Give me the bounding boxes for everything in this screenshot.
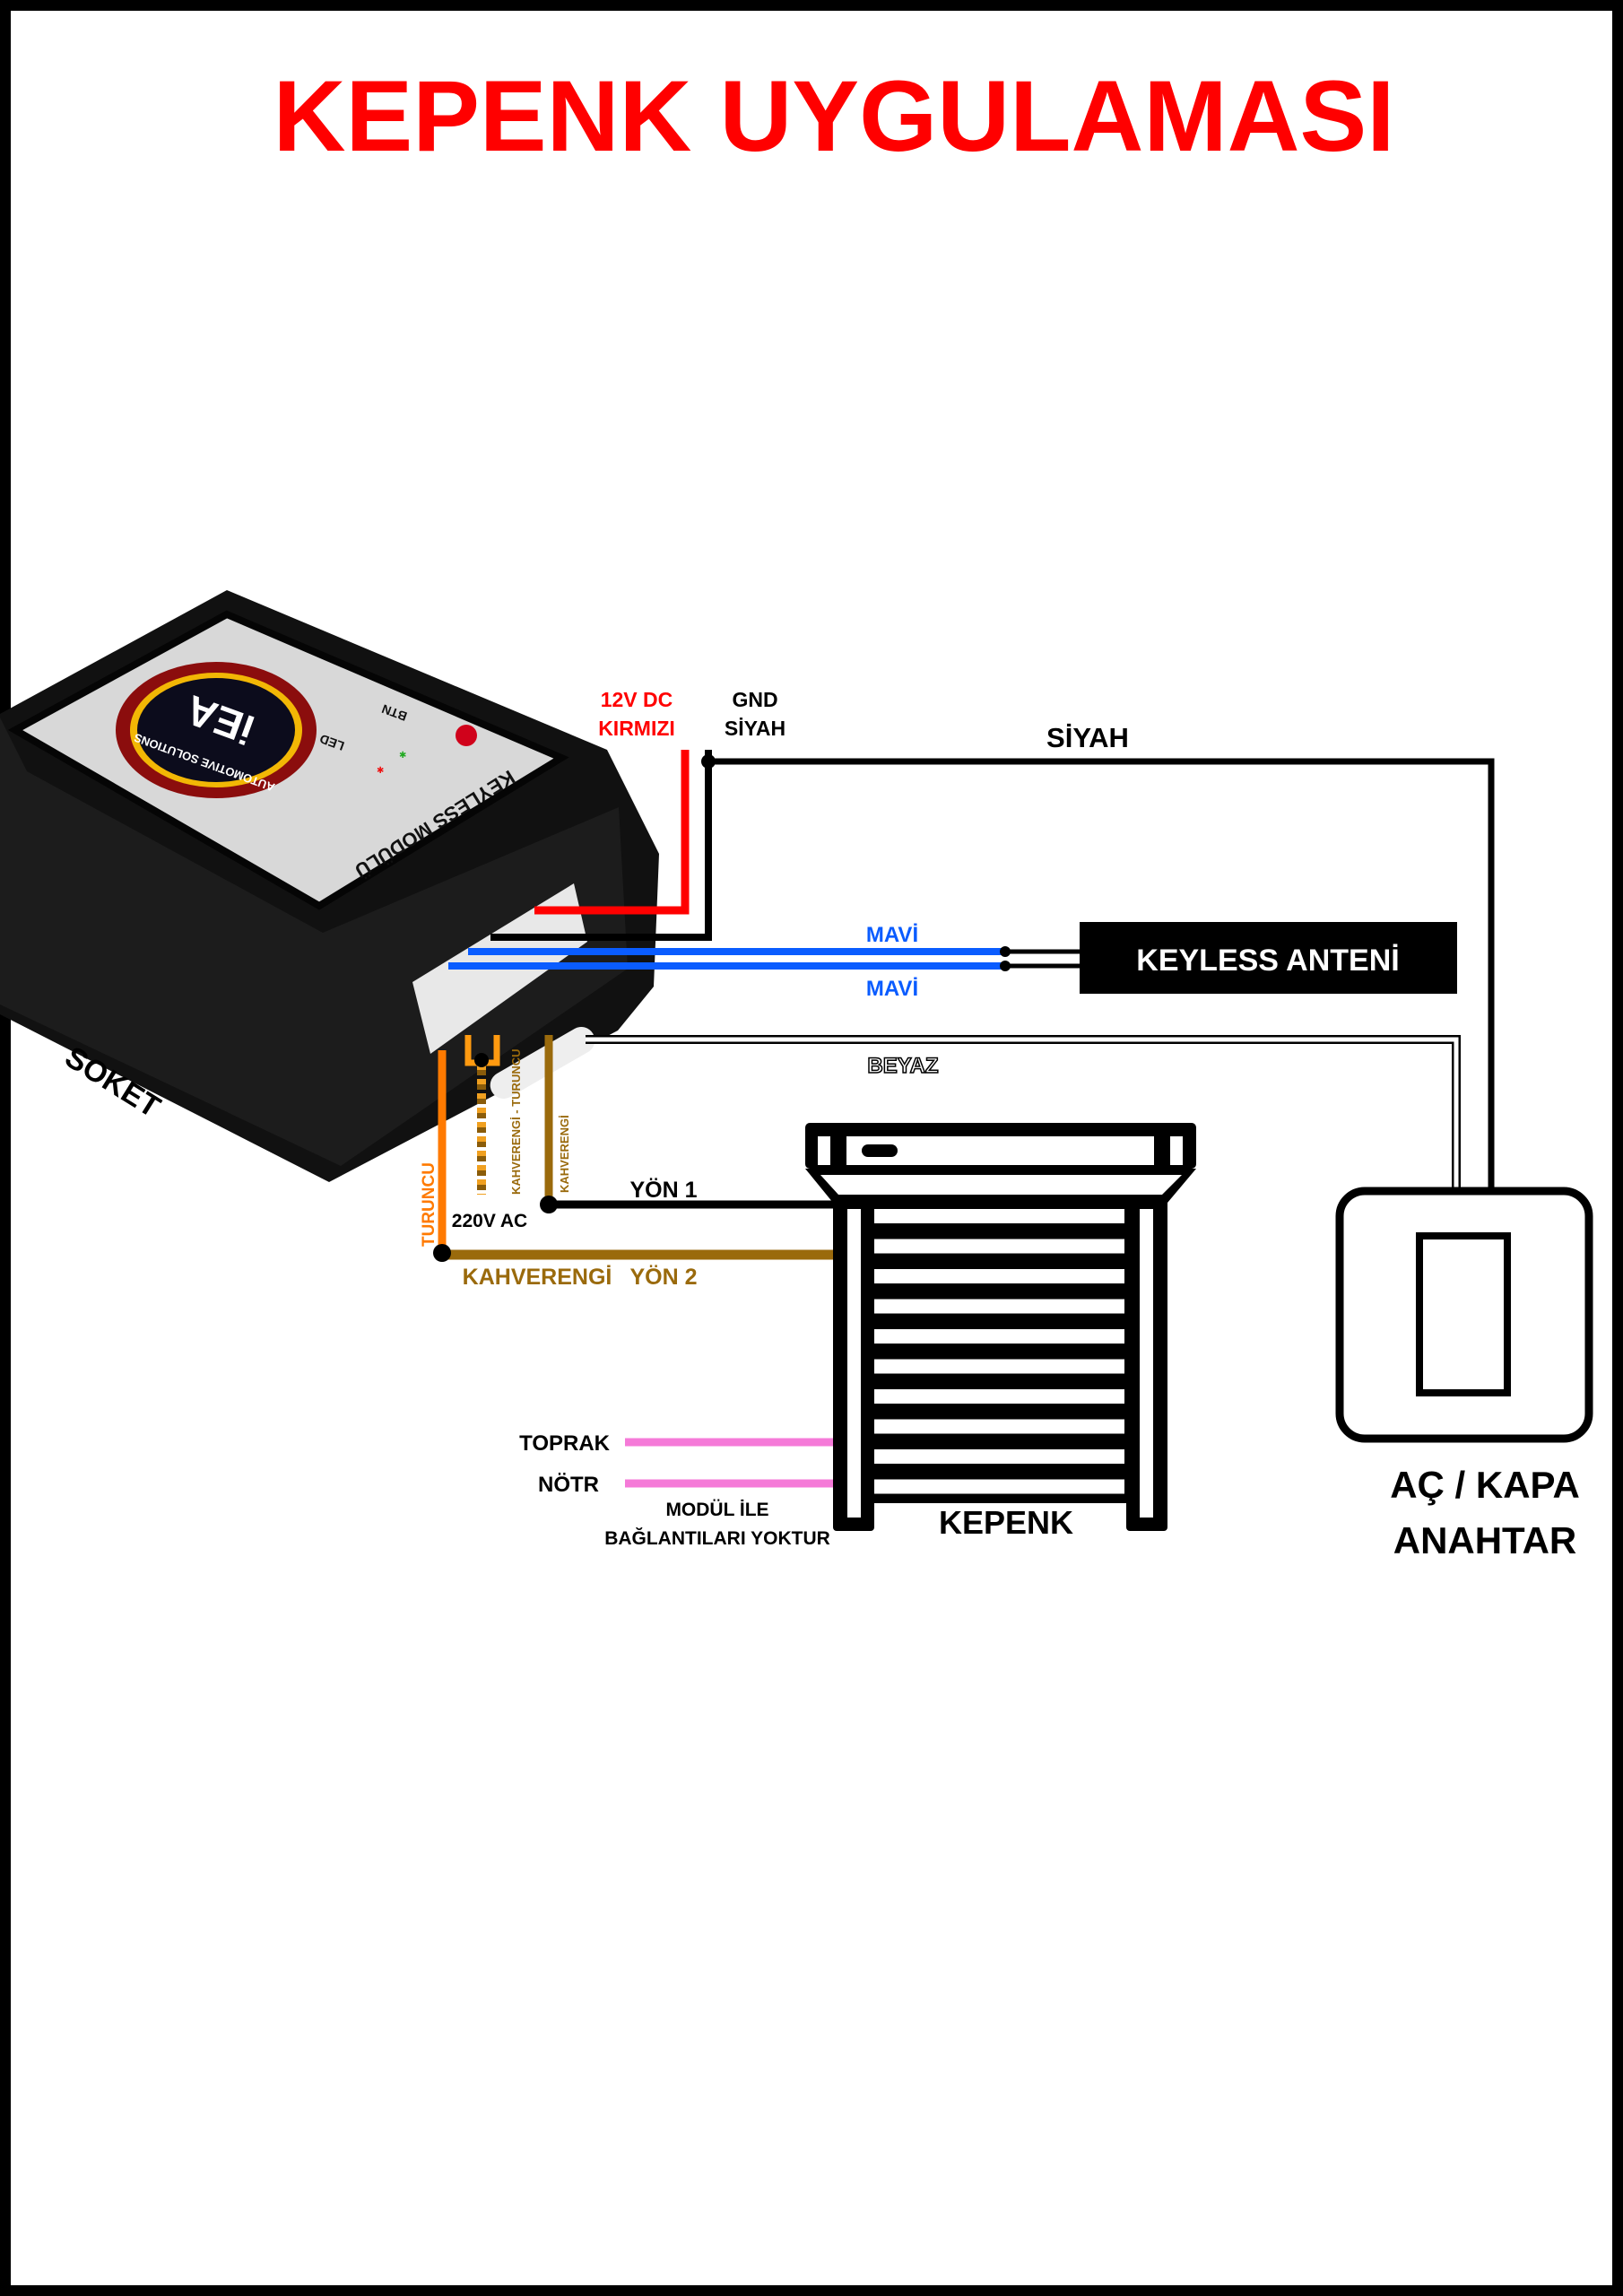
shutter-slat — [874, 1329, 1124, 1344]
page-title: KEPENK UYGULAMASI — [273, 60, 1395, 172]
antenna-label: KEYLESS ANTENİ — [1136, 944, 1399, 978]
note-line-2: BAĞLANTILARI YOKTUR — [604, 1527, 830, 1549]
shutter-slat — [874, 1269, 1124, 1283]
shutter-slat — [874, 1299, 1124, 1314]
button-icon — [456, 725, 477, 746]
shutter-slat — [874, 1389, 1124, 1404]
siyah-label: SİYAH — [1046, 722, 1129, 753]
gnd-label-1: GND — [732, 688, 777, 711]
ac-220-label: 220V AC — [452, 1211, 527, 1231]
shutter-slat — [874, 1359, 1124, 1374]
junction-dot — [701, 754, 716, 769]
yon-2-label: YÖN 2 — [629, 1264, 697, 1290]
shutter-slat — [874, 1449, 1124, 1464]
kahverengi-label: KAHVERENGİ — [463, 1265, 612, 1290]
shutter-slat — [874, 1479, 1124, 1494]
keyless-antenna — [1080, 922, 1457, 994]
switch-label-2: ANAHTAR — [1393, 1519, 1577, 1561]
note-line-1: MODÜL İLE — [665, 1500, 768, 1520]
switch-label-1: AÇ / KAPA — [1390, 1464, 1580, 1506]
shutter-icon — [805, 1123, 1196, 1531]
mavi-label-1: MAVİ — [866, 923, 918, 947]
led-green-icon: ✱ — [399, 751, 406, 761]
mavi-label-2: MAVİ — [866, 977, 918, 1001]
kahverengi-turuncu-label: KAHVERENGİ - TURUNCU — [509, 1049, 523, 1196]
shutter-slat — [874, 1239, 1124, 1254]
keyless-module: iEA AUTOMOTIVE SOLUTIONS BTN LED ✱ ✱ KEY… — [0, 590, 659, 1182]
shutter-slat — [874, 1209, 1124, 1223]
shutter-label: KEPENK — [939, 1504, 1073, 1541]
led-red-icon: ✱ — [377, 766, 384, 776]
yon-1-label: YÖN 1 — [629, 1177, 697, 1203]
turuncu-label: TURUNCU — [420, 1162, 438, 1247]
toprak-label: TOPRAK — [519, 1431, 611, 1456]
wire-red-12v — [534, 750, 690, 915]
shutter-slat — [874, 1419, 1124, 1434]
power-label-2: KIRMIZI — [598, 717, 675, 740]
wire-black-switch — [708, 758, 1495, 1187]
power-label-1: 12V DC — [601, 688, 673, 711]
notr-label: NÖTR — [538, 1473, 599, 1497]
beyaz-label: BEYAZ — [867, 1054, 938, 1078]
wire-black-gnd — [490, 750, 712, 941]
gnd-label-2: SİYAH — [725, 717, 785, 740]
kahverengi-vertical-label: KAHVERENGİ — [558, 1115, 571, 1193]
switch-rocker — [1416, 1232, 1511, 1396]
